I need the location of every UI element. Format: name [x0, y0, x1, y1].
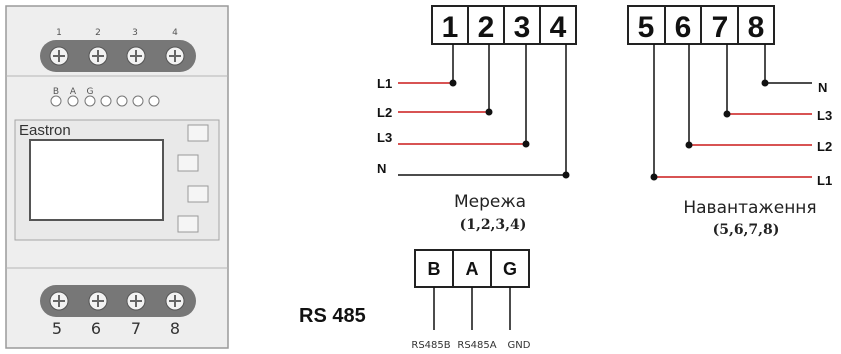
wire-label: L3: [377, 130, 392, 145]
wire-label: L2: [377, 105, 392, 120]
wire-label: N: [818, 80, 827, 95]
device-bottom-terminal-number: 6: [91, 319, 101, 338]
energy-meter-device: 1 2 3 4 B A G Eastron: [5, 5, 229, 349]
network-terminal-block: 1 2 3 4: [431, 5, 577, 45]
rs485-cell: A: [466, 259, 479, 279]
load-terminal-block: 5 6 7 8: [627, 5, 775, 45]
network-wires: [398, 44, 570, 179]
panel-button-icon: [187, 124, 209, 142]
screw-terminal-icon: [165, 291, 185, 311]
device-bottom-terminal-number: 8: [170, 319, 180, 338]
lcd-display: [29, 139, 164, 221]
terminal-number: 8: [748, 11, 765, 44]
network-caption: Мережа: [454, 192, 526, 212]
terminal-number: 2: [478, 11, 495, 44]
screw-terminal-icon: [165, 46, 185, 66]
load-subcaption: (5,6,7,8): [713, 222, 780, 238]
port-icon: [50, 95, 62, 107]
junction-dot: [685, 141, 693, 149]
wire-label: L2: [817, 139, 832, 154]
junction-dot: [449, 79, 457, 87]
screw-terminal-icon: [49, 291, 69, 311]
port-icon: [148, 95, 160, 107]
junction-dot: [761, 79, 769, 87]
wire-label: L1: [817, 173, 832, 188]
terminal-number: 4: [550, 11, 567, 44]
panel-button-icon: [177, 215, 199, 233]
screw-terminal-icon: [88, 291, 108, 311]
port-icon: [116, 95, 128, 107]
rs485-cell: B: [428, 259, 441, 279]
device-bottom-terminal-number: 7: [131, 319, 141, 338]
wire-label: L3: [817, 108, 832, 123]
load-wires: [650, 44, 812, 181]
terminal-number: 6: [675, 11, 692, 44]
panel-button-icon: [187, 185, 209, 203]
screw-terminal-icon: [126, 46, 146, 66]
rs485-cell: G: [503, 259, 517, 279]
rs485-pin-label: RS485B: [411, 340, 450, 351]
top-terminal-bar: [40, 40, 196, 72]
device-top-terminal-number: 4: [172, 28, 178, 38]
port-icon: [67, 95, 79, 107]
port-label: G: [87, 87, 94, 97]
wire-label: L1: [377, 76, 392, 91]
screw-terminal-icon: [126, 291, 146, 311]
terminal-number: 1: [442, 11, 459, 44]
terminal-number: 5: [638, 11, 655, 44]
rs485-title: RS 485: [299, 305, 366, 327]
rs485-terminal-block: B A G: [414, 249, 530, 288]
terminal-number: 7: [712, 11, 729, 44]
brand-label: Eastron: [19, 122, 71, 139]
device-bottom-terminal-number: 5: [52, 319, 62, 338]
junction-dot: [562, 171, 570, 179]
device-top-terminal-number: 3: [132, 28, 138, 38]
port-icon: [84, 95, 96, 107]
port-label: A: [70, 87, 77, 97]
network-subcaption: (1,2,3,4): [460, 217, 527, 233]
junction-dot: [485, 108, 493, 116]
junction-dot: [650, 173, 658, 181]
screw-terminal-icon: [49, 46, 69, 66]
load-caption: Навантаження: [683, 198, 816, 218]
junction-dot: [723, 110, 731, 118]
junction-dot: [522, 140, 530, 148]
rs485-pin-label: RS485A: [457, 340, 496, 351]
terminal-box: [414, 249, 530, 288]
terminal-number: 3: [514, 11, 531, 44]
panel-button-icon: [177, 154, 199, 172]
rs485-pin-label: GND: [508, 340, 531, 351]
port-icon: [132, 95, 144, 107]
device-top-terminal-number: 1: [56, 28, 62, 38]
port-icon: [100, 95, 112, 107]
device-top-terminal-number: 2: [95, 28, 101, 38]
wire-label: N: [377, 161, 386, 176]
screw-terminal-icon: [88, 46, 108, 66]
port-label: B: [53, 87, 59, 97]
bottom-terminal-bar: [40, 285, 196, 317]
